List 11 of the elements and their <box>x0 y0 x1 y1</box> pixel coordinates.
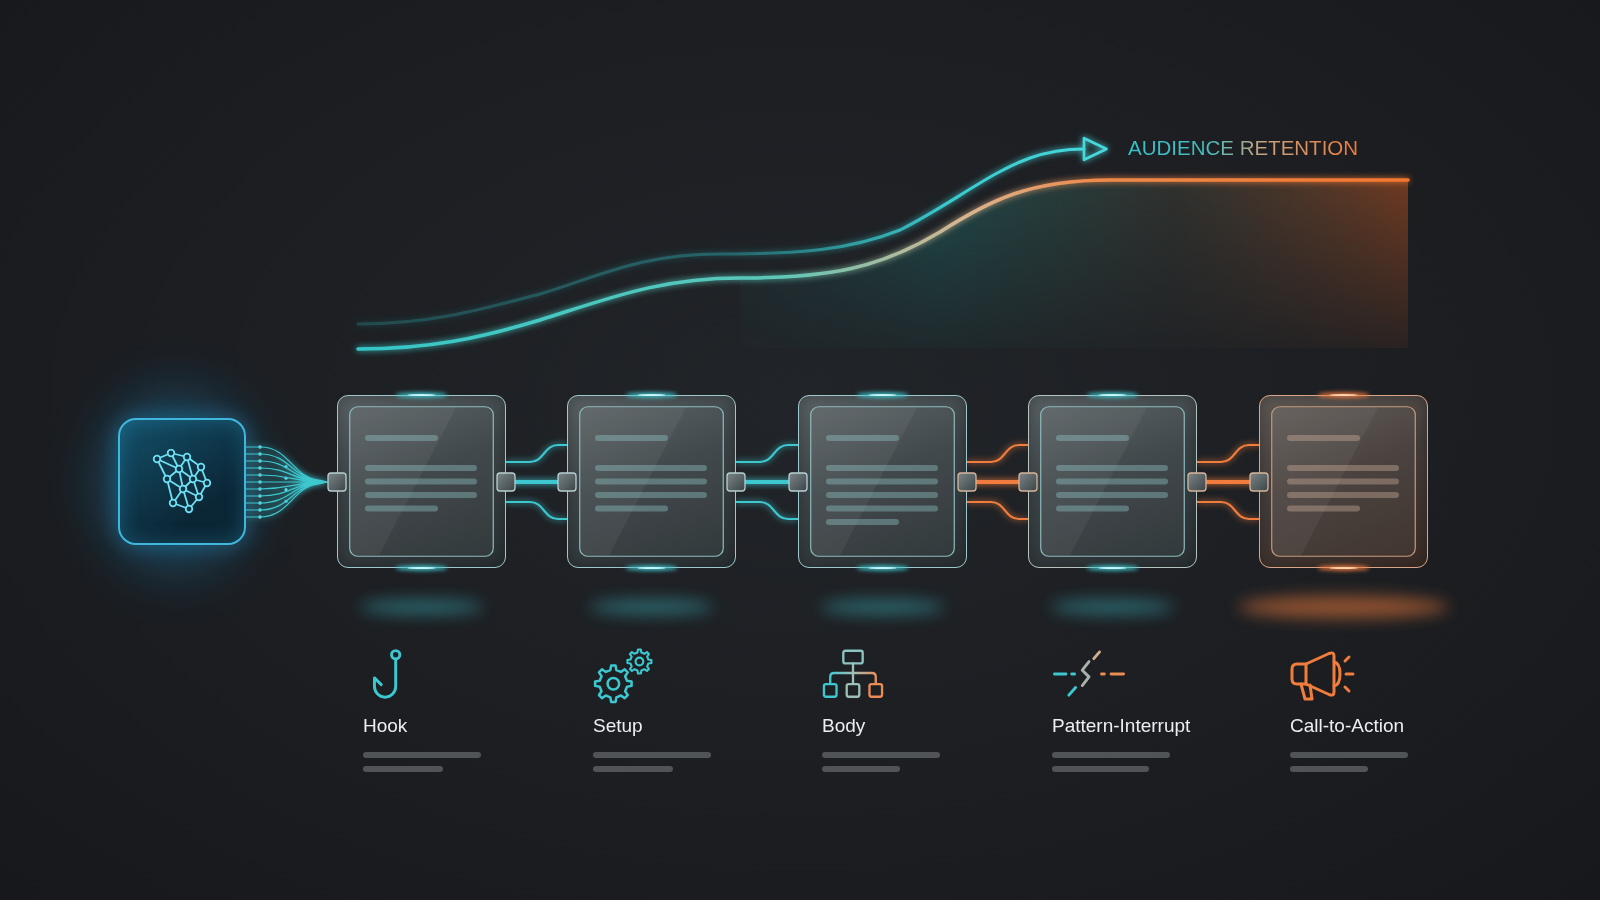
step-label: Hook <box>363 714 408 738</box>
fiber-connector <box>245 446 329 518</box>
connector <box>735 444 799 520</box>
step-label: Call-to-Action <box>1290 714 1405 738</box>
app-tile <box>118 418 246 545</box>
step-label: Pattern-Interrupt <box>1052 714 1191 738</box>
step-label: Setup <box>593 714 643 738</box>
connector <box>505 444 568 520</box>
connector <box>966 444 1029 520</box>
step-label: Body <box>822 714 866 738</box>
connector <box>1196 444 1260 520</box>
